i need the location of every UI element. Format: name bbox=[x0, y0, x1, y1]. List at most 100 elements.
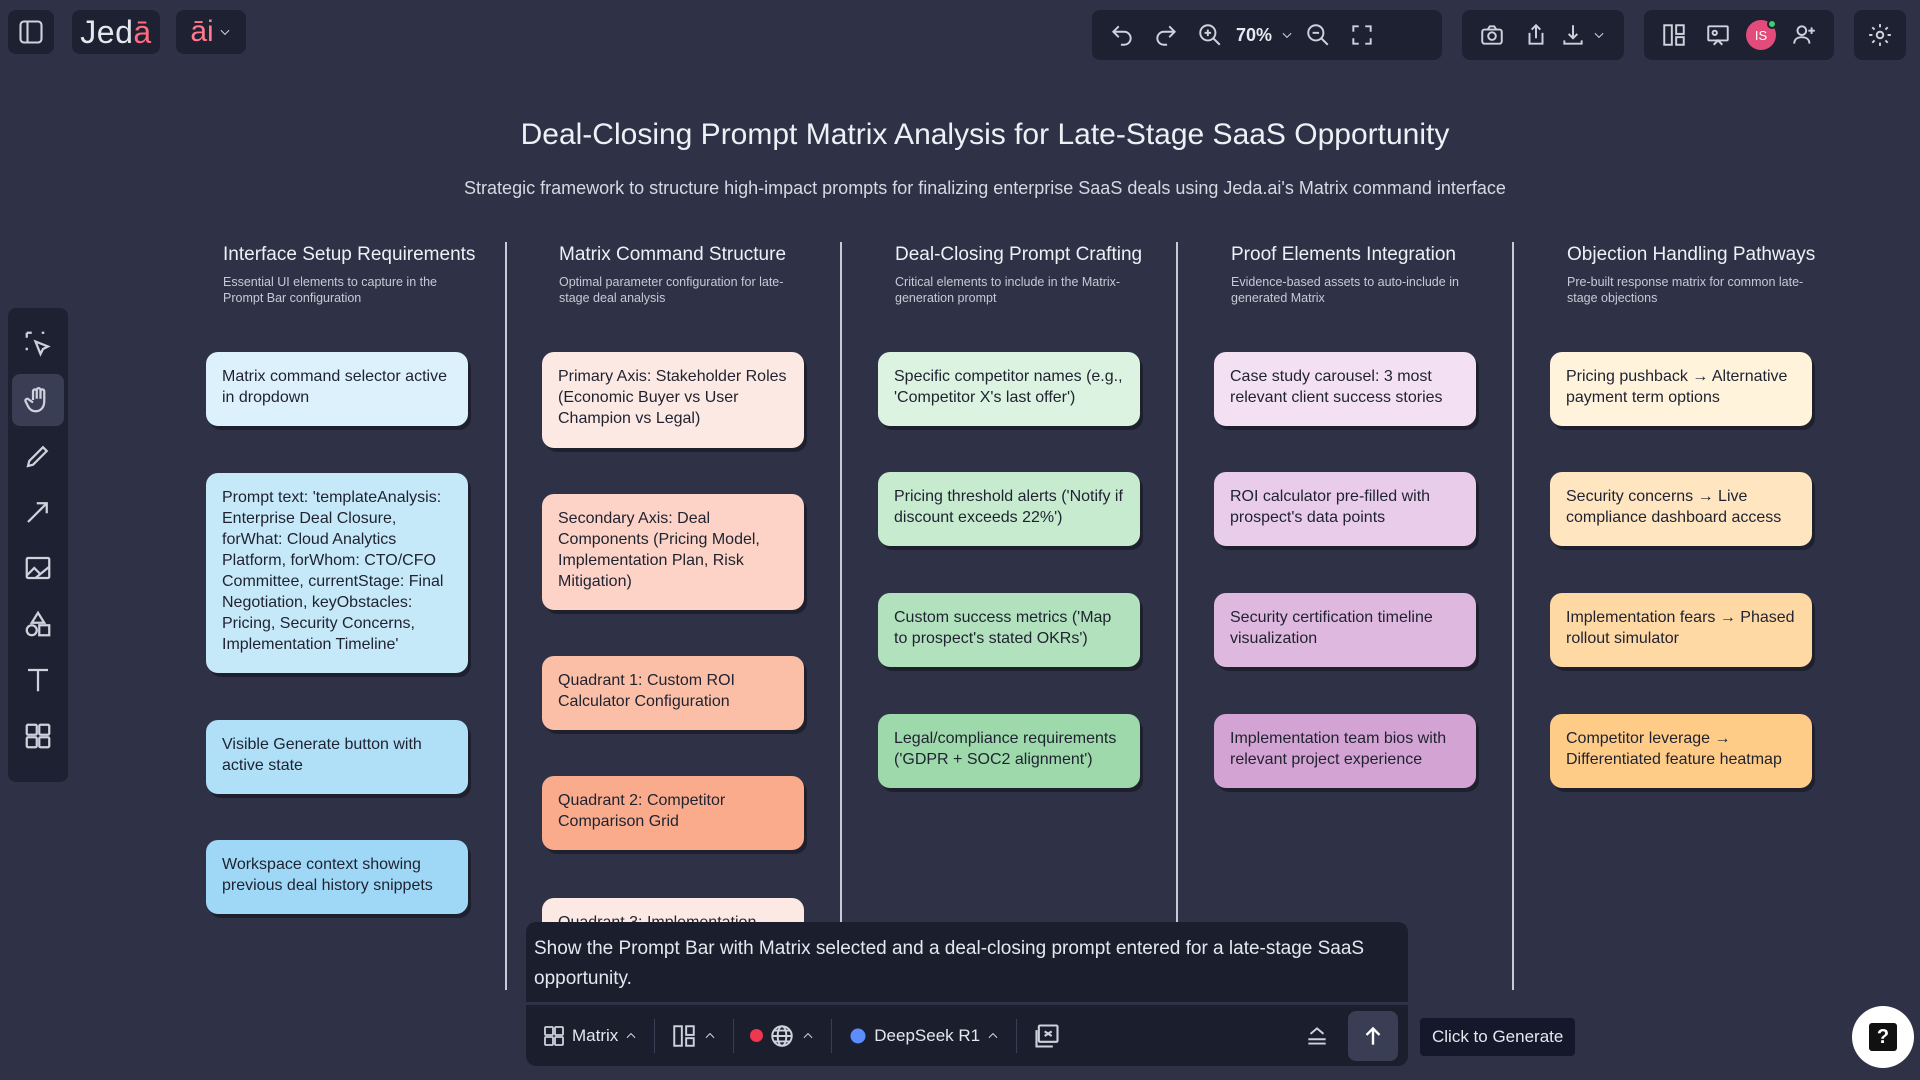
collapse-icon bbox=[1308, 1026, 1326, 1045]
matrix-card[interactable]: Workspace context showing previous deal … bbox=[206, 840, 468, 914]
presentation-button[interactable] bbox=[1698, 15, 1738, 55]
column-description[interactable]: Essential UI elements to capture in the … bbox=[223, 275, 438, 305]
context-button[interactable] bbox=[1027, 1022, 1067, 1050]
image-tool[interactable] bbox=[12, 542, 64, 594]
column-divider bbox=[1512, 242, 1514, 990]
column-description[interactable]: Evidence-based assets to auto-include in… bbox=[1231, 275, 1459, 305]
column-description[interactable]: Pre-built response matrix for common lat… bbox=[1567, 275, 1804, 305]
grid-icon bbox=[544, 1025, 564, 1046]
chevron-up-icon bbox=[988, 1032, 998, 1038]
invite-user-button[interactable] bbox=[1784, 15, 1824, 55]
column-title[interactable]: Matrix Command Structure bbox=[559, 244, 787, 265]
matrix-card[interactable]: Quadrant 1: Custom ROI Calculator Config… bbox=[542, 656, 804, 730]
web-search-selector[interactable] bbox=[744, 1023, 821, 1049]
matrix-card[interactable]: Primary Axis: Stakeholder Roles (Economi… bbox=[542, 352, 804, 448]
matrix-card[interactable]: Secondary Axis: Deal Components (Pricing… bbox=[542, 494, 804, 610]
sidebar-toggle-button[interactable] bbox=[8, 10, 54, 54]
matrix-card[interactable]: Pricing pushback → Alternative payment t… bbox=[1550, 352, 1812, 426]
redo-button[interactable] bbox=[1146, 15, 1186, 55]
gear-icon bbox=[1869, 24, 1891, 46]
column-description[interactable]: Critical elements to include in the Matr… bbox=[895, 275, 1121, 305]
layout-button[interactable] bbox=[1654, 15, 1694, 55]
settings-button[interactable] bbox=[1860, 15, 1900, 55]
column-title[interactable]: Deal-Closing Prompt Crafting bbox=[895, 244, 1143, 265]
matrix-card[interactable]: Pricing threshold alerts ('Notify if dis… bbox=[878, 472, 1140, 546]
matrix-card[interactable]: ROI calculator pre-filled with prospect'… bbox=[1214, 472, 1476, 546]
canvas-title[interactable]: Deal-Closing Prompt Matrix Analysis for … bbox=[520, 118, 1450, 151]
zoom-out-icon bbox=[1307, 24, 1329, 46]
canvas-subtitle[interactable]: Strategic framework to structure high-im… bbox=[464, 178, 1506, 198]
image-icon bbox=[25, 556, 51, 580]
separator bbox=[1016, 1018, 1018, 1053]
matrix-card[interactable]: Implementation team bios with relevant p… bbox=[1214, 714, 1476, 788]
arrow-up-icon bbox=[1365, 1026, 1381, 1045]
templates-tool[interactable] bbox=[12, 710, 64, 762]
column-title[interactable]: Interface Setup Requirements bbox=[223, 244, 476, 265]
zoom-out-button[interactable] bbox=[1298, 15, 1338, 55]
zoom-level: 70% bbox=[1236, 24, 1273, 45]
collapse-button[interactable] bbox=[1298, 1023, 1336, 1049]
fit-screen-icon bbox=[1352, 25, 1372, 45]
generate-button[interactable] bbox=[1348, 1010, 1398, 1061]
chevron-up-icon bbox=[705, 1032, 715, 1038]
matrix-card[interactable]: Security concerns → Live compliance dash… bbox=[1550, 472, 1812, 546]
zoom-in-button[interactable] bbox=[1190, 15, 1230, 55]
shapes-tool[interactable] bbox=[12, 598, 64, 650]
matrix-card[interactable]: Quadrant 2: Competitor Comparison Grid bbox=[542, 776, 804, 850]
matrix-card[interactable]: Legal/compliance requirements ('GDPR + S… bbox=[878, 714, 1140, 788]
text-tool[interactable] bbox=[12, 654, 64, 706]
column-description[interactable]: Optimal parameter configuration for late… bbox=[559, 275, 784, 305]
prompt-bar: Matrix DeepSeek R1 bbox=[526, 1004, 1408, 1066]
redo-icon bbox=[1156, 25, 1177, 46]
column-divider bbox=[840, 242, 842, 990]
edit-zoom-toolbar: 70% bbox=[1092, 10, 1442, 60]
logo[interactable]: Jedā bbox=[72, 10, 160, 54]
matrix-card[interactable]: Prompt text: 'templateAnalysis: Enterpri… bbox=[206, 473, 468, 673]
matrix-card[interactable]: Visible Generate button with active stat… bbox=[206, 720, 468, 794]
layout-icon bbox=[673, 1024, 696, 1047]
model-selector[interactable]: DeepSeek R1 bbox=[842, 1026, 1006, 1046]
command-selector[interactable]: Matrix bbox=[536, 1024, 644, 1048]
ai-label: āi bbox=[190, 15, 214, 48]
add-user-icon bbox=[1793, 25, 1815, 44]
share-button[interactable] bbox=[1516, 15, 1556, 55]
pencil-icon bbox=[26, 445, 49, 468]
column-proof-elements: Proof Elements Integration Evidence-base… bbox=[1213, 244, 1513, 306]
column-title[interactable]: Proof Elements Integration bbox=[1231, 244, 1456, 265]
chat-context-icon bbox=[1035, 1023, 1059, 1048]
matrix-card[interactable]: Case study carousel: 3 most relevant cli… bbox=[1214, 352, 1476, 426]
screenshot-button[interactable] bbox=[1472, 15, 1512, 55]
user-avatar[interactable]: IS bbox=[1746, 19, 1777, 50]
matrix-card[interactable]: Competitor leverage → Differentiated fea… bbox=[1550, 714, 1812, 788]
select-tool[interactable] bbox=[12, 318, 64, 370]
undo-button[interactable] bbox=[1102, 15, 1142, 55]
ai-menu-button[interactable]: āi bbox=[176, 10, 246, 54]
download-dropdown[interactable] bbox=[1560, 22, 1606, 48]
matrix-card[interactable]: Custom success metrics ('Map to prospect… bbox=[878, 593, 1140, 667]
help-button[interactable]: ? bbox=[1852, 1006, 1914, 1068]
shapes-icon bbox=[25, 610, 51, 637]
share-icon bbox=[1528, 23, 1544, 45]
prompt-input[interactable]: Show the Prompt Bar with Matrix selected… bbox=[526, 922, 1408, 1002]
zoom-level-dropdown[interactable]: 70% bbox=[1234, 25, 1294, 46]
fit-screen-button[interactable] bbox=[1342, 15, 1382, 55]
separator bbox=[831, 1018, 833, 1053]
layout-icon bbox=[1663, 24, 1685, 46]
logo-text: Jedā bbox=[80, 13, 152, 50]
grid-icon bbox=[25, 723, 51, 749]
matrix-card[interactable]: Security certification timeline visualiz… bbox=[1214, 593, 1476, 667]
hand-tool[interactable] bbox=[12, 374, 64, 426]
column-title[interactable]: Objection Handling Pathways bbox=[1567, 244, 1816, 265]
matrix-card[interactable]: Specific competitor names (e.g., 'Compet… bbox=[878, 352, 1140, 426]
separator bbox=[654, 1018, 656, 1053]
arrow-tool[interactable] bbox=[12, 486, 64, 538]
layout-selector[interactable] bbox=[665, 1023, 723, 1049]
record-dot-icon bbox=[750, 1029, 764, 1042]
download-icon bbox=[1563, 25, 1583, 45]
matrix-card[interactable]: Implementation fears → Phased rollout si… bbox=[1550, 593, 1812, 667]
chevron-down-icon bbox=[220, 29, 230, 36]
whale-icon bbox=[850, 1028, 866, 1043]
matrix-card[interactable]: Matrix command selector active in dropdo… bbox=[206, 352, 468, 426]
pencil-tool[interactable] bbox=[12, 430, 64, 482]
help-icon: ? bbox=[1869, 1023, 1897, 1051]
